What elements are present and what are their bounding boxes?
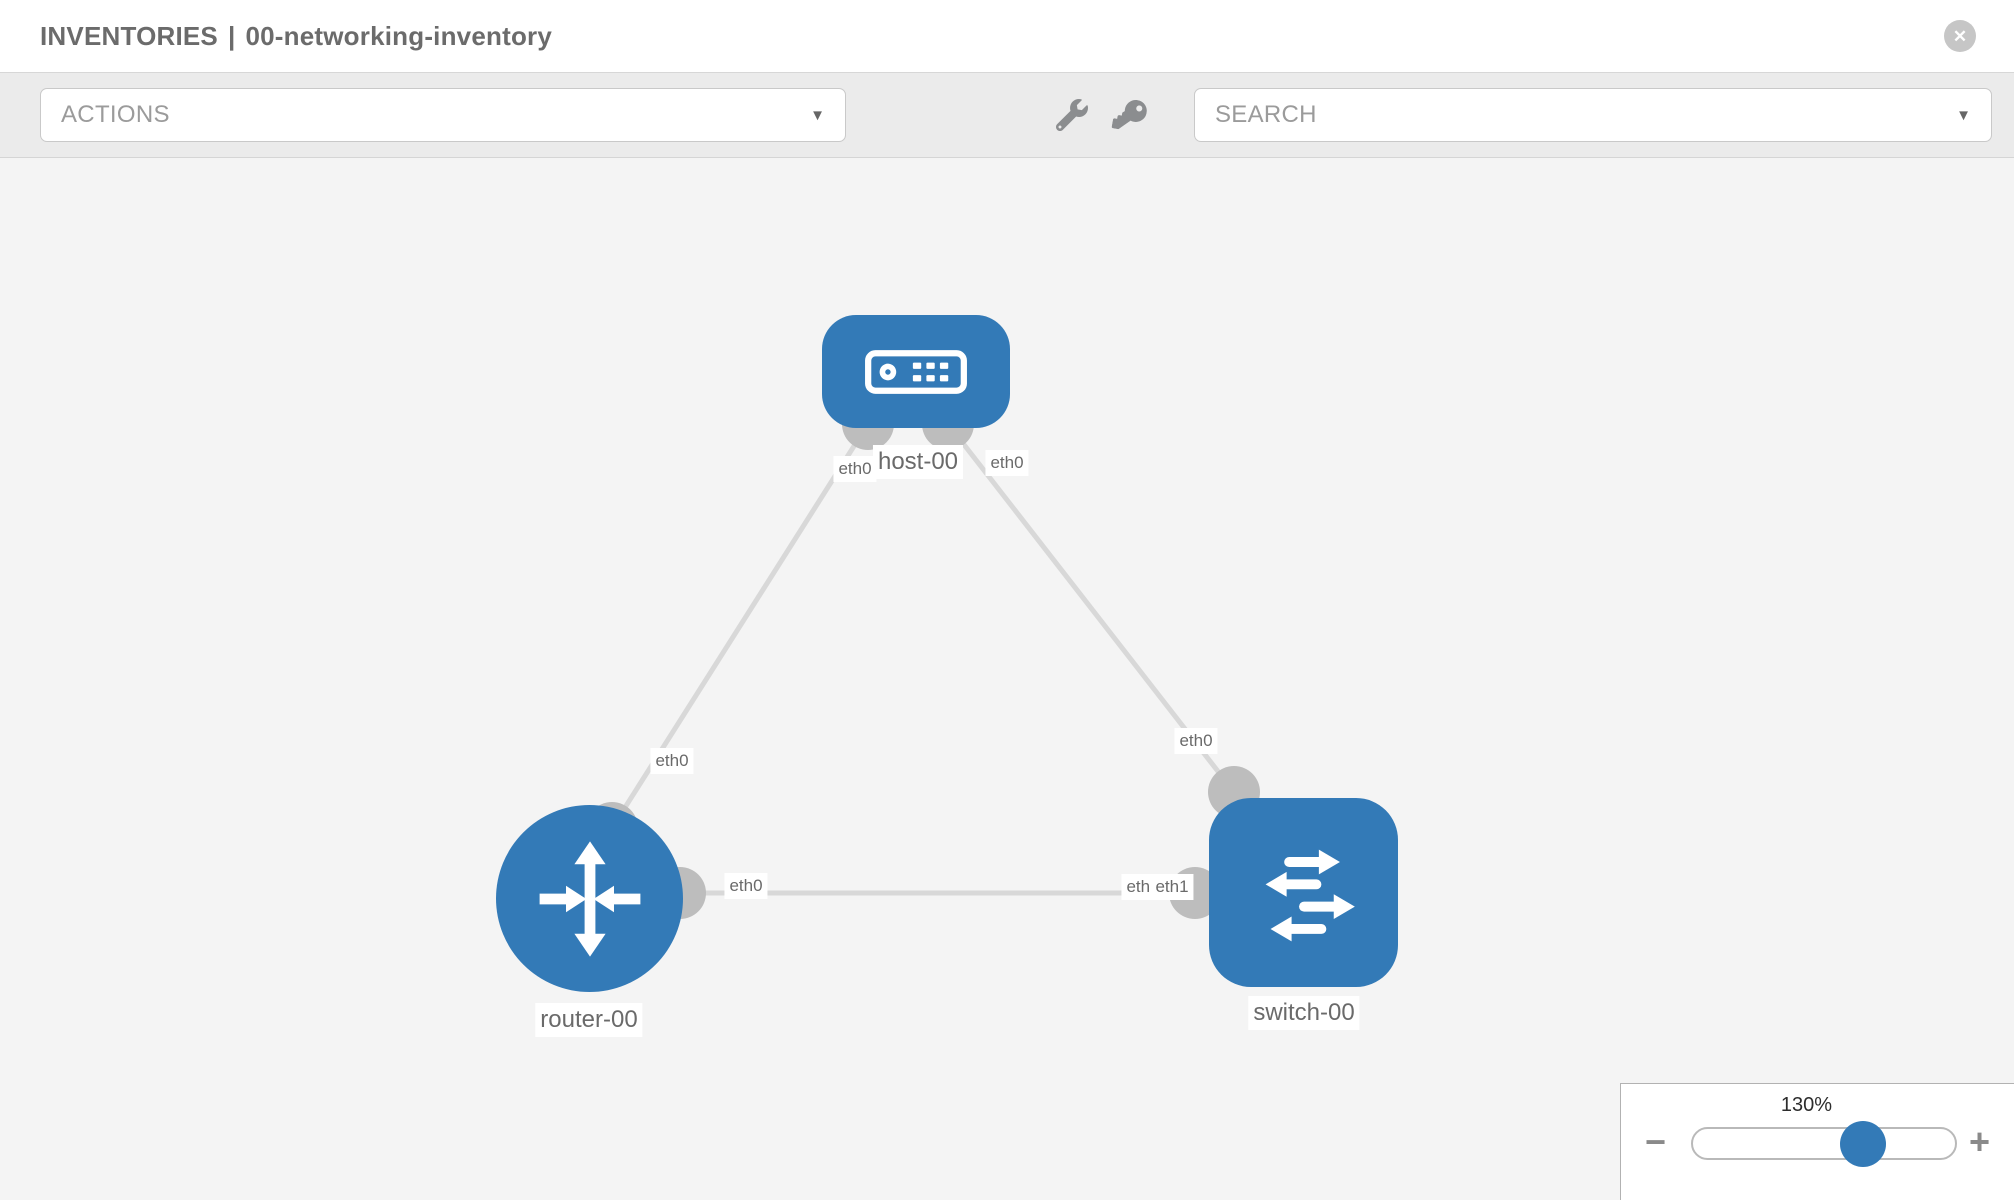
actions-dropdown-label: ACTIONS: [61, 101, 170, 128]
close-icon: ✕: [1952, 26, 1968, 46]
wrench-icon: [1056, 99, 1088, 131]
switch-icon: [1265, 849, 1355, 941]
toolbar: ACTIONS ▼ SEARCH ▼: [0, 73, 2014, 158]
node-host-00[interactable]: [822, 315, 1010, 428]
node-label-router: router-00: [535, 1003, 643, 1037]
node-router-00[interactable]: [496, 805, 683, 992]
interface-label-host-eth0-left: eth0: [833, 456, 877, 482]
chevron-down-icon: ▼: [810, 106, 825, 124]
credentials-button[interactable]: [1111, 88, 1148, 142]
window-header: INVENTORIES | 00-networking-inventory ✕: [0, 0, 2014, 73]
interface-label-router-link-eth0: eth0: [650, 748, 694, 774]
breadcrumb-section: INVENTORIES: [40, 20, 218, 51]
node-label-host: host-00: [872, 445, 964, 479]
inventory-name: 00-networking-inventory: [245, 20, 553, 51]
title-separator: |: [227, 20, 236, 51]
topology-canvas[interactable]: host-00 router-00 switch-00 eth0 eth0 et…: [0, 158, 2014, 1200]
interface-label-switch-link-eth0: eth0: [1174, 728, 1218, 754]
page-title: INVENTORIES | 00-networking-inventory: [40, 21, 552, 52]
router-icon: [539, 840, 640, 957]
zoom-slider-track[interactable]: [1691, 1127, 1957, 1160]
node-switch-00[interactable]: [1209, 798, 1398, 987]
close-button[interactable]: ✕: [1944, 20, 1976, 52]
configure-button[interactable]: [1054, 88, 1090, 142]
zoom-out-button[interactable]: −: [1645, 1121, 1667, 1162]
zoom-in-button[interactable]: +: [1969, 1121, 1991, 1162]
search-dropdown[interactable]: SEARCH ▼: [1194, 88, 1992, 142]
interface-label-host-eth0-right: eth0: [985, 450, 1029, 476]
key-icon: [1111, 99, 1147, 130]
zoom-level-label: 130%: [1780, 1094, 1833, 1116]
zoom-control-panel: 130% − +: [1620, 1083, 2014, 1200]
chevron-down-icon: ▼: [1956, 106, 1971, 124]
interface-label-router-eth0: eth0: [724, 873, 768, 899]
node-label-switch: switch-00: [1248, 996, 1360, 1030]
actions-dropdown[interactable]: ACTIONS ▼: [40, 88, 846, 142]
interface-label-switch-eth1: eth1: [1150, 874, 1194, 900]
zoom-slider-handle[interactable]: [1840, 1121, 1886, 1167]
links-layer: [586, 398, 1260, 919]
search-placeholder: SEARCH: [1215, 101, 1317, 128]
host-icon: [865, 349, 967, 394]
